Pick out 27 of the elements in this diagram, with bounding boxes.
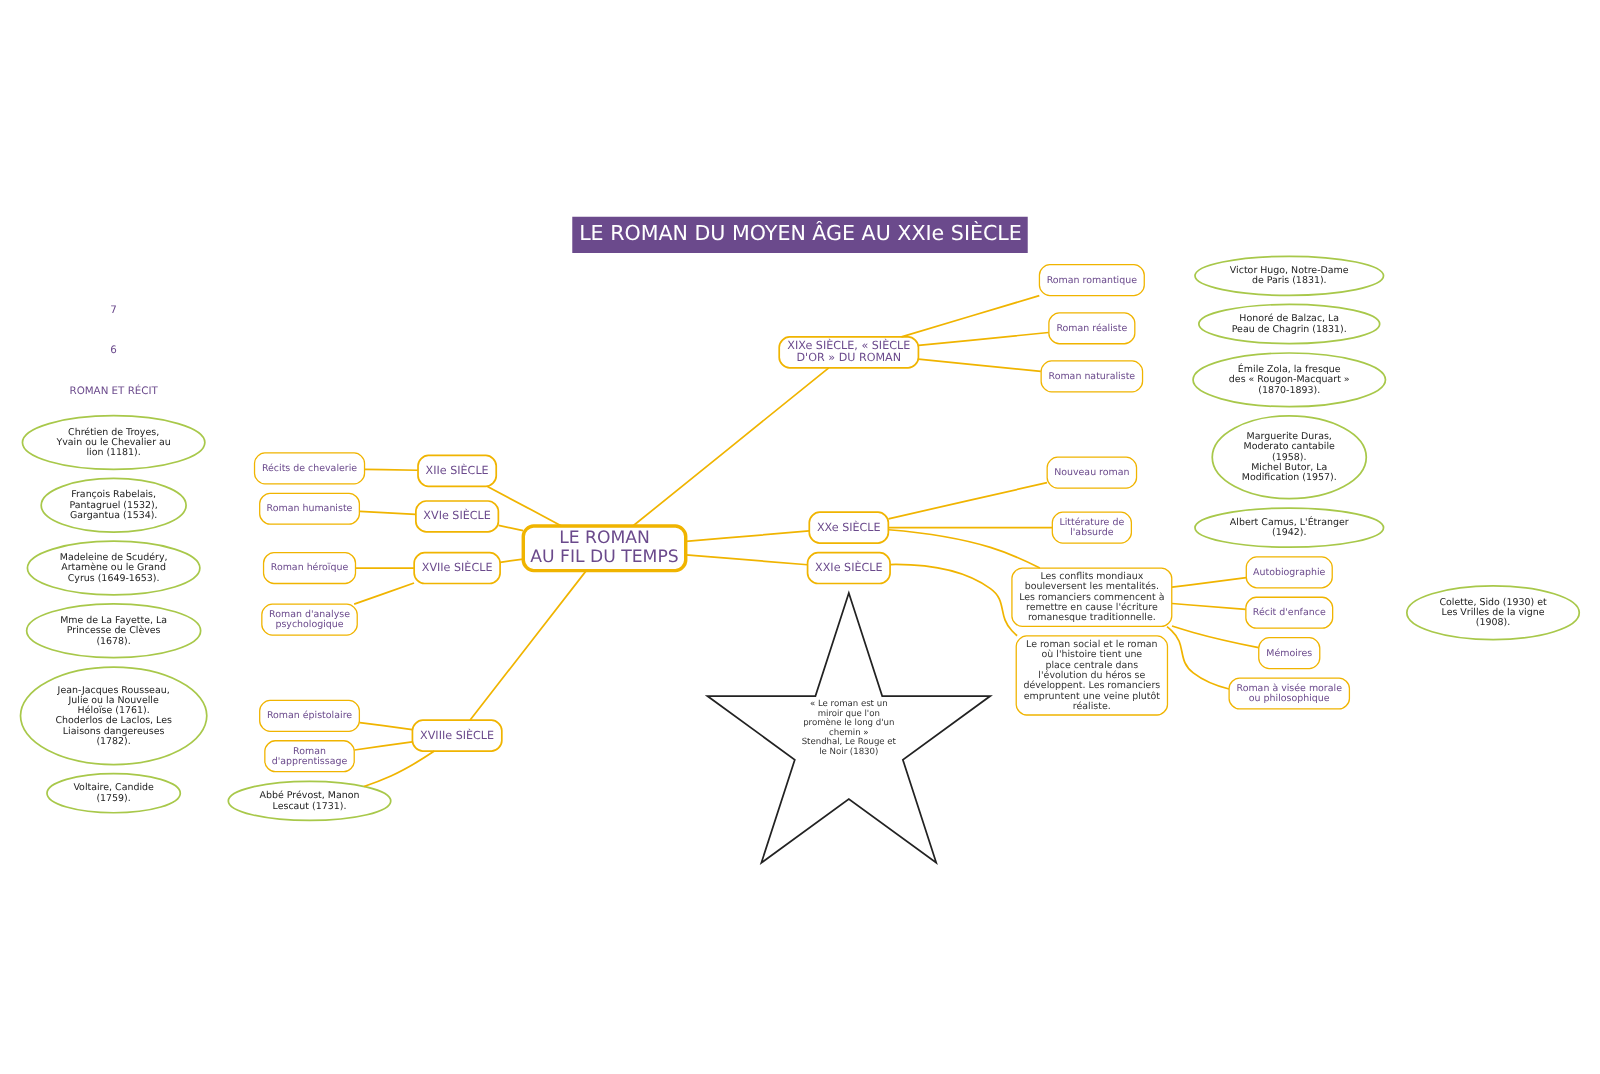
connector (353, 581, 415, 604)
connector (684, 552, 809, 565)
connector (887, 525, 1054, 528)
connector (353, 739, 414, 750)
connector (887, 480, 1048, 519)
connector (363, 749, 436, 787)
connector (1166, 624, 1230, 689)
connector (499, 557, 525, 563)
connector (358, 720, 414, 730)
connector (358, 509, 417, 515)
connector (1171, 575, 1248, 587)
connector (917, 357, 1042, 372)
connector (889, 562, 1018, 636)
connector (469, 569, 587, 720)
connector (363, 467, 419, 471)
connector (354, 566, 415, 568)
connector (684, 529, 811, 542)
node-box: LE ROMAN AU FIL DU TEMPS (521, 523, 688, 572)
connector (486, 484, 563, 526)
connector (900, 293, 1041, 337)
connector (887, 527, 1041, 568)
connector (632, 365, 830, 526)
connector (917, 330, 1050, 346)
diagram-title: LE ROMAN DU MOYEN ÂGE AU XXIe SIÈCLE (579, 221, 1022, 246)
connector (1171, 624, 1260, 648)
connector (497, 523, 524, 531)
connector (1171, 601, 1247, 610)
